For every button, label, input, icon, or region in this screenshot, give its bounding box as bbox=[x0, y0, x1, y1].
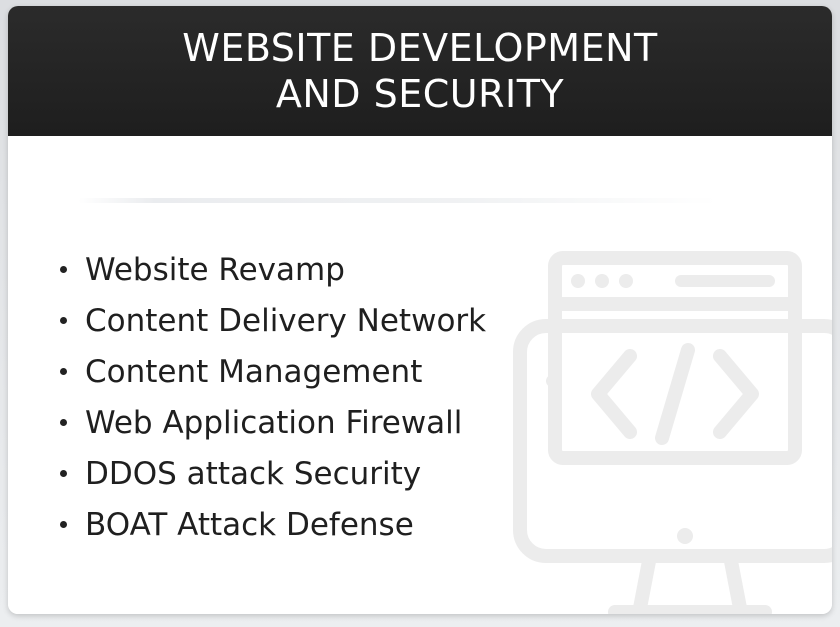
service-card: WEBSITE DEVELOPMENT AND SECURITY bbox=[8, 6, 832, 614]
card-title: WEBSITE DEVELOPMENT AND SECURITY bbox=[182, 26, 658, 116]
list-item-label: BOAT Attack Defense bbox=[85, 506, 414, 543]
bullet-icon bbox=[60, 266, 67, 273]
bullet-icon bbox=[60, 470, 67, 477]
feature-list: Website Revamp Content Delivery Network … bbox=[60, 244, 486, 550]
list-item: DDOS attack Security bbox=[60, 448, 486, 499]
bullet-icon bbox=[60, 368, 67, 375]
card-body: Website Revamp Content Delivery Network … bbox=[8, 136, 832, 614]
list-item-label: Website Revamp bbox=[85, 251, 345, 288]
bullet-icon bbox=[60, 521, 67, 528]
list-item: Website Revamp bbox=[60, 244, 486, 295]
list-item-label: DDOS attack Security bbox=[85, 455, 422, 492]
bullet-icon bbox=[60, 419, 67, 426]
list-item: Content Management bbox=[60, 346, 486, 397]
list-item-label: Content Delivery Network bbox=[85, 302, 487, 339]
list-item: BOAT Attack Defense bbox=[60, 499, 486, 550]
list-item-label: Content Management bbox=[85, 353, 423, 390]
code-monitor-icon bbox=[513, 251, 832, 614]
list-item: Web Application Firewall bbox=[60, 397, 486, 448]
divider bbox=[78, 198, 718, 203]
card-header: WEBSITE DEVELOPMENT AND SECURITY bbox=[8, 6, 832, 136]
bullet-icon bbox=[60, 317, 67, 324]
list-item: Content Delivery Network bbox=[60, 295, 486, 346]
list-item-label: Web Application Firewall bbox=[85, 404, 463, 441]
